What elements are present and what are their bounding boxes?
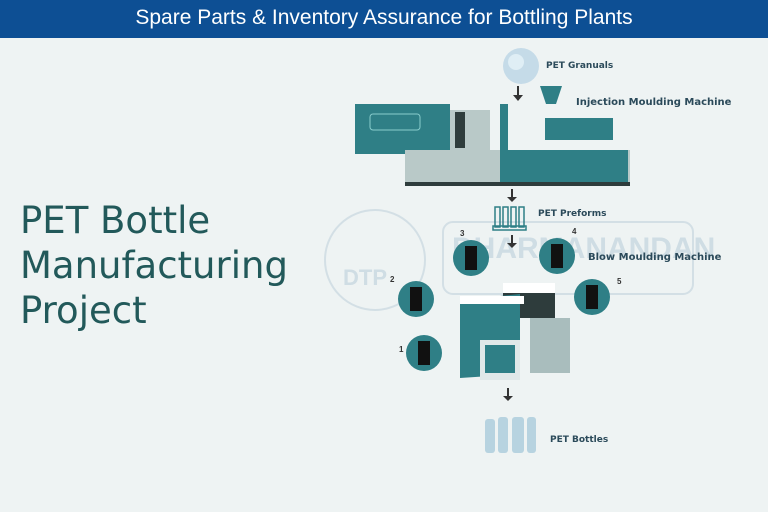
label-pet-preforms: PET Preforms — [538, 209, 607, 219]
watermark-left: DTP — [343, 265, 387, 290]
pet-preforms-icon — [492, 206, 527, 231]
title-line-1: PET Bottle — [20, 199, 211, 242]
watermark-shapes — [324, 209, 694, 311]
label-injection-moulding-machine: Injection Moulding Machine — [576, 97, 732, 108]
label-blow-moulding-machine: Blow Moulding Machine — [588, 252, 722, 263]
title-line-2: Manufacturing — [20, 244, 288, 287]
header-banner: Spare Parts & Inventory Assurance for Bo… — [0, 0, 768, 38]
page-title: PET Bottle Manufacturing Project — [20, 198, 288, 333]
title-line-3: Project — [20, 289, 147, 332]
arrow-icon — [513, 86, 523, 101]
arrow-icon — [507, 235, 517, 248]
pet-bottles-icon — [485, 417, 536, 453]
pet-granuals-icon — [503, 48, 539, 84]
blow-moulding-machine-icon — [460, 283, 570, 380]
label-pet-granuals: PET Granuals — [546, 61, 614, 71]
step-number-5: 5 — [617, 277, 622, 286]
arrow-icon — [503, 388, 513, 401]
step-number-3: 3 — [460, 229, 465, 238]
injection-moulding-machine-icon — [355, 86, 630, 186]
arrow-icon — [507, 189, 517, 202]
label-pet-bottles: PET Bottles — [550, 435, 609, 445]
step-number-1: 1 — [399, 345, 404, 354]
step-number-4: 4 — [572, 227, 577, 236]
watermark-right: DHARMANANDAN — [452, 232, 716, 265]
step-number-2: 2 — [390, 275, 395, 284]
